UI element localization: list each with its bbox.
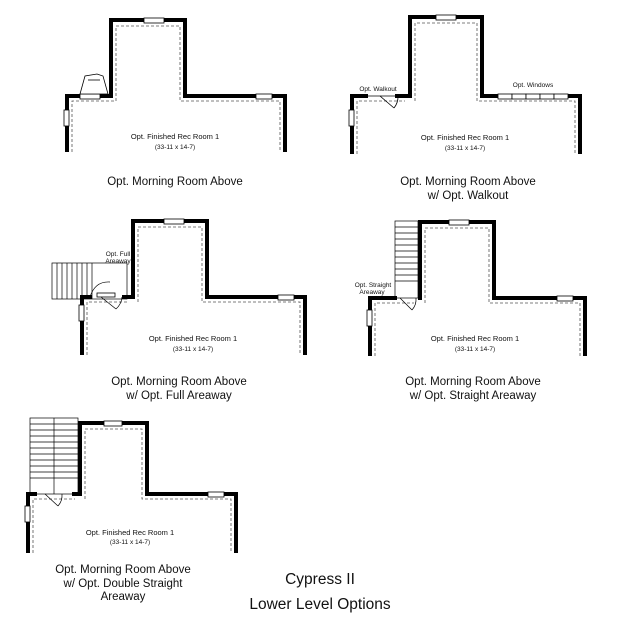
plan-1-room-name: Opt. Finished Rec Room 1 — [131, 132, 219, 141]
plan-2-caption: Opt. Morning Room Above w/ Opt. Walkout — [368, 176, 568, 203]
plan-2-walkout-door — [368, 95, 399, 109]
plan-1-caption-line-1: Opt. Morning Room Above — [107, 176, 243, 188]
plan-3-windows — [78, 218, 295, 322]
plan-3-room-name: Opt. Finished Rec Room 1 — [149, 334, 237, 343]
plan-3-caption-line-2: w/ Opt. Full Areaway — [126, 389, 232, 402]
page-title: Cypress II — [285, 571, 355, 588]
plan-5-caption-line-1: Opt. Morning Room Above — [55, 564, 191, 576]
plan-3-room-size: (33-11 x 14-7) — [173, 346, 213, 353]
plan-3-note-1: Opt. Full — [106, 251, 131, 258]
plan-1-windows — [63, 17, 273, 127]
plan-4-caption-line-1: Opt. Morning Room Above — [405, 376, 541, 388]
plan-3-areaway-stairs — [51, 262, 128, 310]
plan-3-note-2: Areaway — [105, 258, 131, 265]
plan-1-window-well — [79, 73, 109, 95]
plan-5-caption: Opt. Morning Room Above w/ Opt. Double S… — [23, 564, 223, 605]
plan-2-room-size: (33-11 x 14-7) — [445, 145, 485, 152]
plan-1-caption: Opt. Morning Room Above — [75, 176, 275, 190]
plan-4-straight-stairs — [394, 220, 419, 311]
plan-1-inner-dashed — [71, 25, 281, 152]
plan-3: Opt. Full Areaway Opt. Finished Rec Room… — [51, 218, 307, 355]
plan-5-caption-line-2: w/ Opt. Double Straight — [63, 577, 183, 590]
plan-4-caption: Opt. Morning Room Above w/ Opt. Straight… — [373, 376, 573, 403]
plan-3-caption: Opt. Morning Room Above w/ Opt. Full Are… — [79, 376, 279, 403]
plan-5: Opt. Finished Rec Room 1 (33-11 x 14-7) — [24, 417, 238, 553]
page-subtitle: Lower Level Options — [249, 596, 391, 613]
plan-2: Opt. Walkout Opt. Windows Opt. Finished … — [348, 14, 582, 154]
plan-5-room-name: Opt. Finished Rec Room 1 — [86, 528, 174, 537]
plan-2-caption-line-1: Opt. Morning Room Above — [400, 176, 536, 188]
plan-1-room-size: (33-11 x 14-7) — [155, 144, 195, 151]
plan-2-note-walkout: Opt. Walkout — [359, 86, 397, 93]
plan-2-windows — [348, 14, 569, 127]
plan-4-caption-line-2: w/ Opt. Straight Areaway — [409, 389, 537, 402]
plan-4-windows — [366, 219, 574, 327]
plan-2-note-windows: Opt. Windows — [513, 82, 554, 89]
plan-1: Opt. Finished Rec Room 1 (33-11 x 14-7) — [63, 17, 287, 152]
plan-3-caption-line-1: Opt. Morning Room Above — [111, 376, 247, 388]
plan-5-room-size: (33-11 x 14-7) — [110, 539, 150, 546]
plan-5-caption-line-3: Areaway — [100, 591, 146, 603]
plan-4-room-name: Opt. Finished Rec Room 1 — [431, 334, 519, 343]
plan-5-double-stairs — [29, 417, 79, 507]
plan-4-note-1: Opt. Straight — [355, 282, 392, 289]
plan-5-windows — [24, 420, 225, 523]
plan-2-caption-line-2: w/ Opt. Walkout — [427, 189, 509, 202]
plan-4-room-size: (33-11 x 14-7) — [455, 346, 495, 353]
plan-2-room-name: Opt. Finished Rec Room 1 — [421, 133, 509, 142]
plan-4-note-2: Areaway — [359, 289, 385, 296]
plan-4: Opt. Straight Areaway Opt. Finished Rec … — [355, 219, 587, 356]
